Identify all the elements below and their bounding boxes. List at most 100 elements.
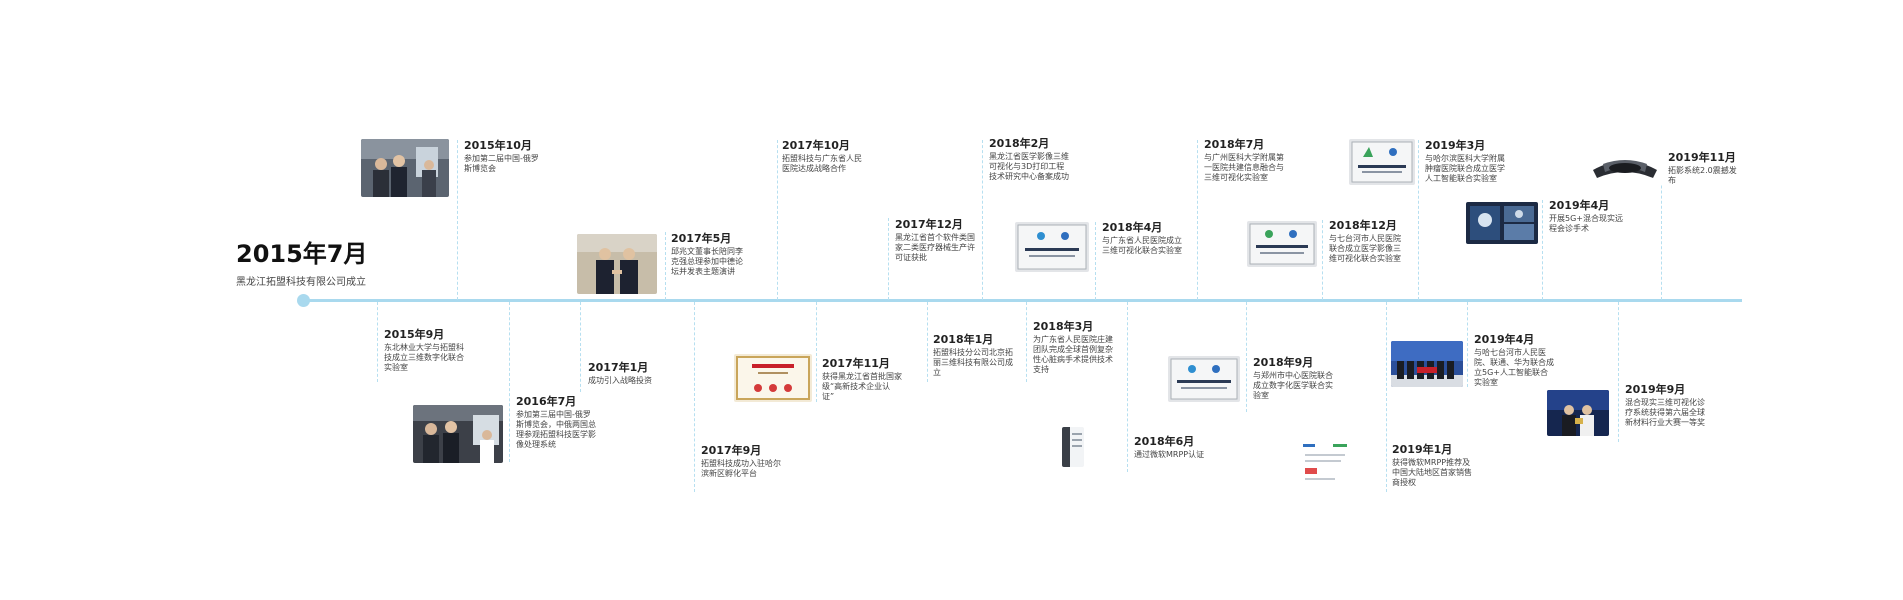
- event-description: 与七台河市人民医院联合成立医学影像三维可视化联合实验室: [1329, 234, 1401, 263]
- connector-line: [1127, 302, 1128, 472]
- certificate-icon: [734, 354, 812, 402]
- timeline-start-dot: [297, 294, 310, 307]
- timeline-main-title: 2015年7月: [236, 240, 368, 268]
- event-date: 2017年5月: [671, 232, 732, 245]
- connector-line: [580, 302, 581, 392]
- event-description: 参加第三届中国-俄罗斯博览会，中俄两国总理参观拓盟科技医学影像处理系统: [516, 410, 596, 449]
- event-date: 2015年9月: [384, 328, 445, 341]
- event-date: 2015年10月: [464, 139, 532, 152]
- connector-line: [1197, 140, 1198, 300]
- event-description: 邱兆文董事长陪同李克强总理参加中德论坛并发表主题演讲: [671, 247, 743, 276]
- event-date: 2018年12月: [1329, 219, 1397, 232]
- event-description: 通过微软MRPP认证: [1134, 450, 1205, 459]
- timeline-event: 2018年1月 拓盟科技分公司北京拓丽三维科技有限公司成立: [933, 333, 1013, 378]
- event-description: 与郑州市中心医院联合成立数字化医学联合实验室: [1253, 371, 1333, 400]
- event-description: 黑龙江省首个软件类国家二类医疗器械生产许可证获批: [895, 233, 975, 262]
- connector-line: [377, 302, 378, 382]
- plaque-icon: [1349, 139, 1415, 185]
- document-icon: [1301, 440, 1349, 486]
- connector-line: [509, 302, 510, 462]
- event-description: 参加第二届中国-俄罗斯博览会: [464, 154, 539, 173]
- connector-line: [1322, 220, 1323, 300]
- connector-line: [694, 302, 695, 492]
- event-date: 2018年3月: [1033, 320, 1094, 333]
- connector-line: [982, 140, 983, 300]
- event-description: 黑龙江省医学影像三维可视化与3D打印工程技术研究中心备案成功: [989, 152, 1069, 181]
- timeline-event: 2019年1月 获得微软MRPP推荐及中国大陆地区首家销售商授权: [1392, 443, 1474, 488]
- event-description: 拓盟科技与广东省人民医院达成战略合作: [782, 154, 862, 173]
- mr-headset-icon: [1587, 150, 1663, 184]
- award-photo-icon: [1547, 390, 1609, 436]
- connector-line: [777, 140, 778, 300]
- timeline-event: 2018年3月 为广东省人民医院庄建团队完成全球首例复杂性心脏病手术提供技术支持: [1033, 320, 1113, 375]
- event-date: 2018年6月: [1134, 435, 1195, 448]
- event-description: 东北林业大学与拓盟科技成立三维数字化联合实验室: [384, 343, 464, 372]
- connector-line: [1026, 302, 1027, 382]
- timeline-event: 2017年10月 拓盟科技与广东省人民医院达成战略合作: [782, 139, 864, 174]
- connector-line: [927, 302, 928, 382]
- connector-line: [1661, 150, 1662, 300]
- event-date: 2018年4月: [1102, 221, 1163, 234]
- event-date: 2018年7月: [1204, 138, 1265, 151]
- timeline-event: 2017年9月 拓盟科技成功入驻哈尔滨新区孵化平台: [701, 444, 781, 479]
- timeline-event: 2017年5月 邱兆文董事长陪同李克强总理参加中德论坛并发表主题演讲: [671, 232, 749, 277]
- timeline-event: 2018年6月 通过微软MRPP认证: [1134, 435, 1214, 460]
- plaque-icon: [1168, 356, 1240, 402]
- event-date: 2017年11月: [822, 357, 890, 370]
- video-conference-icon: [1466, 202, 1538, 244]
- connector-line: [1418, 140, 1419, 300]
- event-description: 与广东省人民医院成立三维可视化联合实验室: [1102, 236, 1182, 255]
- event-date: 2019年9月: [1625, 383, 1686, 396]
- timeline-event: 2018年12月 与七台河市人民医院联合成立医学影像三维可视化联合实验室: [1329, 219, 1405, 264]
- timeline-event: 2018年4月 与广东省人民医院成立三维可视化联合实验室: [1102, 221, 1182, 256]
- timeline-main-subtitle: 黑龙江拓盟科技有限公司成立: [236, 277, 366, 288]
- event-date: 2017年1月: [588, 361, 649, 374]
- timeline-event: 2017年12月 黑龙江省首个软件类国家二类医疗器械生产许可证获批: [895, 218, 975, 263]
- connector-line: [1246, 302, 1247, 412]
- timeline-event: 2017年1月 成功引入战略投资: [588, 361, 678, 386]
- event-date: 2017年12月: [895, 218, 963, 231]
- connector-line: [1095, 222, 1096, 300]
- expo-photo-icon: [413, 405, 503, 463]
- event-date: 2018年1月: [933, 333, 994, 346]
- event-date: 2018年2月: [989, 137, 1050, 150]
- event-date: 2019年11月: [1668, 151, 1736, 164]
- timeline-event: 2019年9月 混合现实三维可视化诊疗系统获得第六届全球新材料行业大赛一等奖: [1625, 383, 1705, 428]
- event-date: 2018年9月: [1253, 356, 1314, 369]
- timeline-event: 2019年4月 与哈七台河市人民医院、联通、华为联合成立5G+人工智能联合实验室: [1474, 333, 1554, 388]
- group-photo-icon: [1391, 341, 1463, 387]
- event-description: 与哈尔滨医科大学附属肿瘤医院联合成立医学人工智能联合实验室: [1425, 154, 1505, 183]
- connector-line: [457, 140, 458, 300]
- event-description: 拓盟科技成功入驻哈尔滨新区孵化平台: [701, 459, 781, 478]
- event-date: 2019年3月: [1425, 139, 1486, 152]
- timeline-event: 2018年2月 黑龙江省医学影像三维可视化与3D打印工程技术研究中心备案成功: [989, 137, 1071, 182]
- event-description: 成功引入战略投资: [588, 376, 652, 385]
- timeline-event: 2015年10月 参加第二届中国-俄罗斯博览会: [464, 139, 544, 174]
- connector-line: [1467, 302, 1468, 387]
- event-description: 开展5G+混合现实远程会诊手术: [1549, 214, 1623, 233]
- event-date: 2019年4月: [1549, 199, 1610, 212]
- timeline-event: 2015年9月 东北林业大学与拓盟科技成立三维数字化联合实验室: [384, 328, 464, 373]
- timeline-event: 2018年9月 与郑州市中心医院联合成立数字化医学联合实验室: [1253, 356, 1333, 401]
- expo-photo-icon: [361, 139, 449, 197]
- timeline-event: 2016年7月 参加第三届中国-俄罗斯博览会，中俄两国总理参观拓盟科技医学影像处…: [516, 395, 596, 450]
- timeline-axis: [300, 299, 1742, 302]
- event-date: 2019年1月: [1392, 443, 1453, 456]
- handshake-photo-icon: [577, 234, 657, 294]
- event-description: 混合现实三维可视化诊疗系统获得第六届全球新材料行业大赛一等奖: [1625, 398, 1705, 427]
- timeline-event: 2019年4月 开展5G+混合现实远程会诊手术: [1549, 199, 1629, 234]
- connector-line: [888, 218, 889, 300]
- event-description: 获得微软MRPP推荐及中国大陆地区首家销售商授权: [1392, 458, 1472, 487]
- event-description: 与广州医科大学附属第一医院共建信息融合与三维可视化实验室: [1204, 153, 1284, 182]
- event-date: 2017年9月: [701, 444, 762, 457]
- connector-line: [665, 232, 666, 300]
- event-description: 为广东省人民医院庄建团队完成全球首例复杂性心脏病手术提供技术支持: [1033, 335, 1113, 374]
- connector-line: [1386, 302, 1387, 492]
- event-date: 2017年10月: [782, 139, 850, 152]
- connector-line: [1618, 302, 1619, 442]
- event-description: 与哈七台河市人民医院、联通、华为联合成立5G+人工智能联合实验室: [1474, 348, 1554, 387]
- connector-line: [816, 302, 817, 402]
- event-date: 2016年7月: [516, 395, 577, 408]
- timeline-event: 2017年11月 获得黑龙江省首批国家级“高新技术企业认证”: [822, 357, 902, 402]
